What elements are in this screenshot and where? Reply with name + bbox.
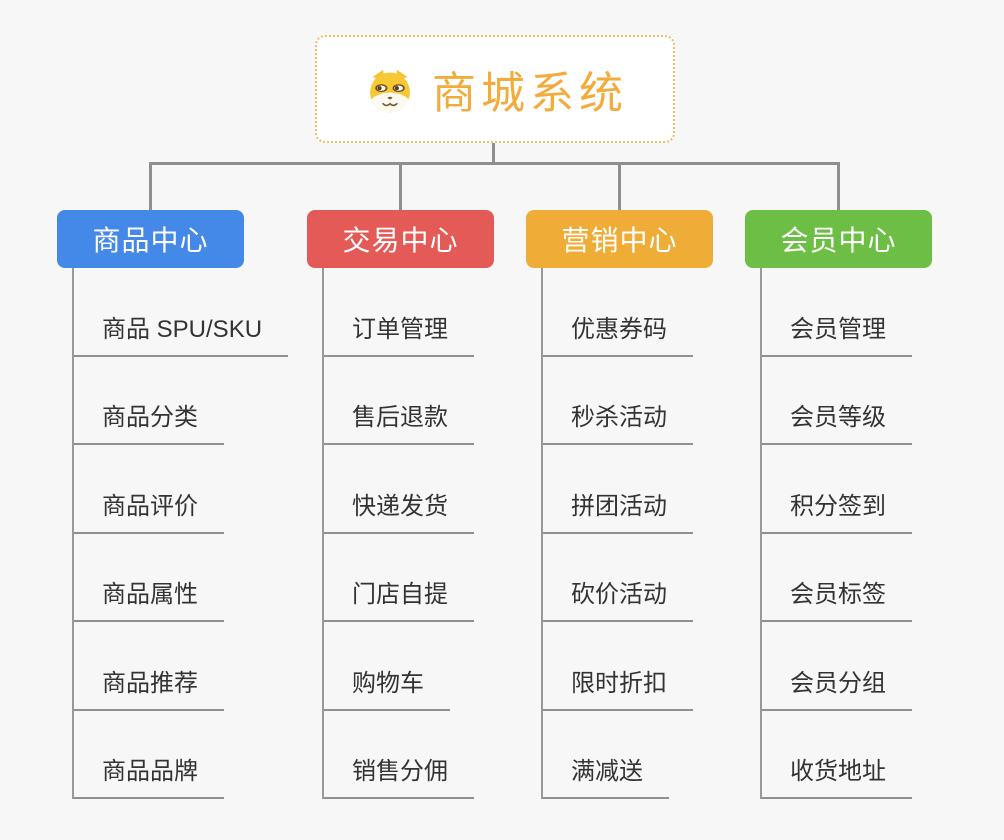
shiba-dog-icon bbox=[370, 69, 410, 113]
leaf-list: 订单管理 售后退款 快递发货 门店自提 购物车 销售分佣 bbox=[322, 268, 567, 799]
leaf-node[interactable]: 商品推荐 bbox=[72, 663, 224, 711]
leaf-row: 快递发货 bbox=[322, 445, 567, 534]
leaf-row: 商品分类 bbox=[72, 357, 317, 445]
leaf-list: 优惠券码 秒杀活动 拼团活动 砍价活动 限时折扣 满减送 bbox=[541, 268, 786, 799]
root-title: 商城系统 bbox=[432, 69, 628, 118]
connector-line bbox=[491, 142, 495, 165]
leaf-node[interactable]: 会员管理 bbox=[760, 309, 912, 357]
leaf-node[interactable]: 会员等级 bbox=[760, 397, 912, 445]
leaf-row: 会员分组 bbox=[760, 622, 1004, 711]
leaf-list: 会员管理 会员等级 积分签到 会员标签 会员分组 收货地址 bbox=[760, 268, 1004, 799]
leaf-row: 满减送 bbox=[541, 711, 786, 799]
leaf-node[interactable]: 会员标签 bbox=[760, 574, 912, 622]
branch-spine-line bbox=[322, 268, 324, 799]
leaf-row: 拼团活动 bbox=[541, 445, 786, 534]
leaf-row: 秒杀活动 bbox=[541, 357, 786, 445]
leaf-row: 收货地址 bbox=[760, 711, 1004, 799]
leaf-node[interactable]: 满减送 bbox=[541, 751, 669, 799]
leaf-node[interactable]: 销售分佣 bbox=[322, 751, 474, 799]
leaf-node[interactable]: 秒杀活动 bbox=[541, 397, 693, 445]
branch-column-4: 会员中心 会员管理 会员等级 积分签到 会员标签 会员分组 收货地址 bbox=[745, 210, 1004, 799]
branch-spine-line bbox=[72, 268, 74, 799]
leaf-row: 商品属性 bbox=[72, 534, 317, 622]
leaf-node[interactable]: 商品属性 bbox=[72, 574, 224, 622]
branch-column-1: 商品中心 商品 SPU/SKU 商品分类 商品评价 商品属性 商品推荐 商品品牌 bbox=[57, 210, 317, 799]
leaf-row: 商品推荐 bbox=[72, 622, 317, 711]
root-node[interactable]: 商城系统 bbox=[315, 35, 675, 143]
leaf-row: 优惠券码 bbox=[541, 268, 786, 357]
leaf-node[interactable]: 商品品牌 bbox=[72, 751, 224, 799]
leaf-row: 砍价活动 bbox=[541, 534, 786, 622]
branch-column-3: 营销中心 优惠券码 秒杀活动 拼团活动 砍价活动 限时折扣 满减送 bbox=[526, 210, 786, 799]
branch-spine-line bbox=[541, 268, 543, 799]
leaf-node[interactable]: 积分签到 bbox=[760, 486, 912, 534]
branch-spine-line bbox=[760, 268, 762, 799]
branch-node[interactable]: 交易中心 bbox=[307, 210, 494, 268]
leaf-node[interactable]: 商品分类 bbox=[72, 397, 224, 445]
branch-node[interactable]: 商品中心 bbox=[57, 210, 244, 268]
leaf-node[interactable]: 优惠券码 bbox=[541, 309, 693, 357]
leaf-row: 门店自提 bbox=[322, 534, 567, 622]
connector-line bbox=[149, 162, 152, 210]
connector-line bbox=[399, 162, 402, 210]
leaf-node[interactable]: 订单管理 bbox=[322, 309, 474, 357]
leaf-row: 会员标签 bbox=[760, 534, 1004, 622]
leaf-node[interactable]: 会员分组 bbox=[760, 663, 912, 711]
leaf-row: 销售分佣 bbox=[322, 711, 567, 799]
leaf-list: 商品 SPU/SKU 商品分类 商品评价 商品属性 商品推荐 商品品牌 bbox=[72, 268, 317, 799]
connector-line bbox=[837, 162, 840, 210]
leaf-node[interactable]: 拼团活动 bbox=[541, 486, 693, 534]
leaf-row: 商品评价 bbox=[72, 445, 317, 534]
leaf-node[interactable]: 收货地址 bbox=[760, 751, 912, 799]
leaf-row: 会员管理 bbox=[760, 268, 1004, 357]
branch-node[interactable]: 会员中心 bbox=[745, 210, 932, 268]
connector-line bbox=[149, 162, 840, 165]
leaf-row: 会员等级 bbox=[760, 357, 1004, 445]
leaf-row: 购物车 bbox=[322, 622, 567, 711]
leaf-node[interactable]: 快递发货 bbox=[322, 486, 474, 534]
leaf-row: 积分签到 bbox=[760, 445, 1004, 534]
leaf-row: 订单管理 bbox=[322, 268, 567, 357]
leaf-node[interactable]: 购物车 bbox=[322, 663, 450, 711]
leaf-row: 商品品牌 bbox=[72, 711, 317, 799]
leaf-row: 限时折扣 bbox=[541, 622, 786, 711]
leaf-node[interactable]: 砍价活动 bbox=[541, 574, 693, 622]
connector-line bbox=[618, 162, 621, 210]
leaf-row: 商品 SPU/SKU bbox=[72, 268, 317, 357]
leaf-row: 售后退款 bbox=[322, 357, 567, 445]
leaf-node[interactable]: 商品评价 bbox=[72, 486, 224, 534]
branch-column-2: 交易中心 订单管理 售后退款 快递发货 门店自提 购物车 销售分佣 bbox=[307, 210, 567, 799]
leaf-node[interactable]: 商品 SPU/SKU bbox=[72, 309, 289, 357]
leaf-node[interactable]: 售后退款 bbox=[322, 397, 474, 445]
branch-node[interactable]: 营销中心 bbox=[526, 210, 713, 268]
leaf-node[interactable]: 门店自提 bbox=[322, 574, 474, 622]
leaf-node[interactable]: 限时折扣 bbox=[541, 663, 693, 711]
